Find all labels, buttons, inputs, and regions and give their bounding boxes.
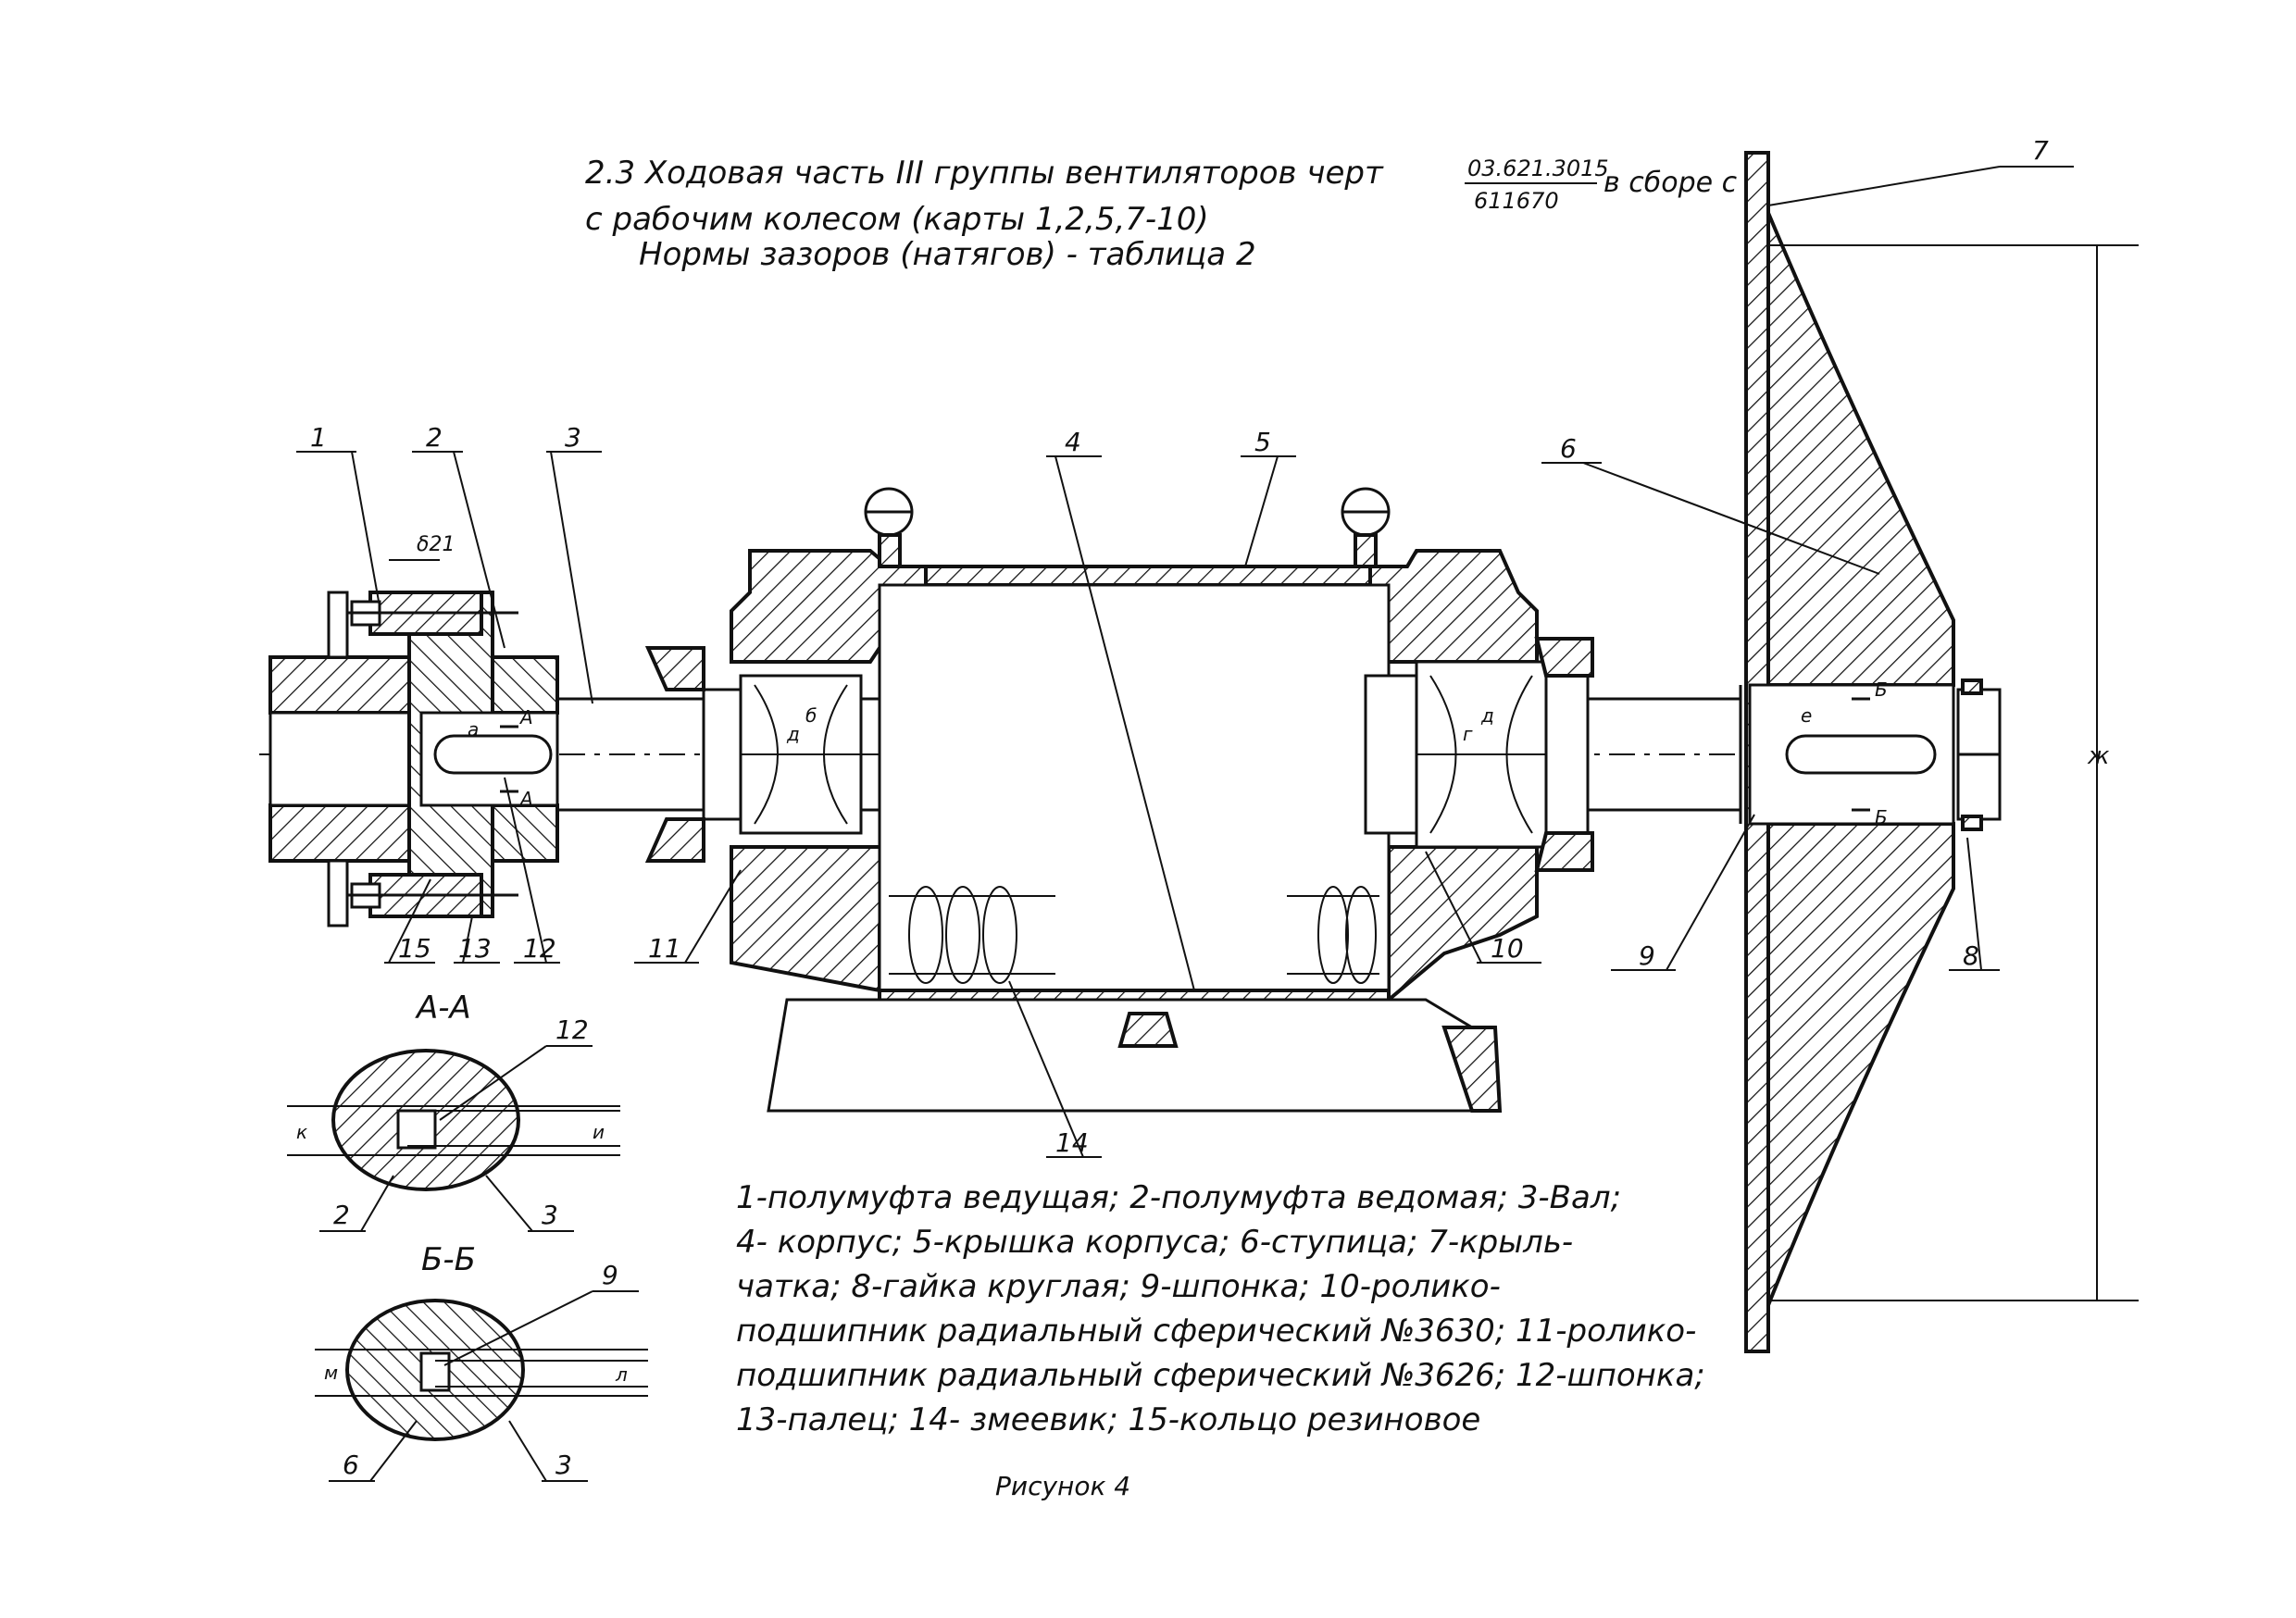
- sec-b-dim-left: м: [324, 1362, 338, 1384]
- dim-d-right: д: [1480, 704, 1494, 727]
- impeller: Б Б е ж: [1744, 151, 2139, 1353]
- section-bb-label-6: 6: [343, 1450, 359, 1480]
- section-bb-title: Б-Б: [421, 1241, 476, 1278]
- sec-b-dim-right: л: [615, 1363, 628, 1386]
- gap-label: δ21: [417, 533, 455, 556]
- callout-11: 11: [648, 933, 681, 964]
- figure-caption: Рисунок 4: [995, 1471, 1130, 1501]
- diameter-label: ж: [2087, 742, 2110, 770]
- callout-6: 6: [1560, 433, 1577, 464]
- title-block: 2.3 Ходовая часть III группы вентиляторо…: [585, 155, 1738, 273]
- coupling: δ21 А А а: [268, 533, 559, 927]
- callout-7: 7: [2032, 135, 2049, 166]
- lifting-eye-left: [864, 487, 914, 568]
- legend-line3: чатка; 8-гайка круглая; 9-шпонка; 10-рол…: [736, 1268, 1501, 1305]
- section-aa-title: А-А: [415, 989, 471, 1027]
- dim-d-left: д: [786, 723, 800, 745]
- lifting-eye-right: [1341, 487, 1391, 568]
- title-line2: с рабочим колесом (карты 1,2,5,7-10): [585, 201, 1209, 238]
- callout-10: 10: [1491, 933, 1524, 964]
- legend: 1-полумуфта ведущая; 2-полумуфта ведомая…: [736, 1179, 1705, 1438]
- section-aa-label-3: 3: [542, 1200, 558, 1230]
- section-a-mark-bottom: А: [518, 788, 533, 810]
- callout-5: 5: [1254, 427, 1271, 457]
- coil: [889, 886, 1379, 984]
- sec-a-dim-right: и: [593, 1121, 605, 1143]
- callout-8: 8: [1963, 940, 1979, 971]
- drawing-number-top: 03.621.3015: [1467, 156, 1609, 181]
- callouts: 1 2 3 4 5 6 7 8 9 10 11 12: [296, 135, 2074, 1158]
- callout-9: 9: [1639, 940, 1655, 971]
- dim-b-left: б: [805, 704, 817, 727]
- callout-15: 15: [398, 933, 431, 964]
- sec-a-dim-left: к: [296, 1121, 307, 1143]
- callout-12: 12: [523, 933, 556, 964]
- section-a-mark-top: А: [518, 706, 533, 728]
- callout-2: 2: [426, 422, 443, 453]
- dim-e: е: [1801, 704, 1812, 727]
- section-aa: А-А к и 12 2 3: [287, 989, 620, 1232]
- section-aa-label-12: 12: [555, 1014, 589, 1045]
- legend-line2: 4- корпус; 5-крышка корпуса; 6-ступица; …: [736, 1224, 1573, 1261]
- section-bb: Б-Б м л 9 6 3: [315, 1241, 648, 1482]
- callout-4: 4: [1065, 427, 1081, 457]
- title-line1-suffix: в сборе с: [1603, 167, 1738, 199]
- callout-3: 3: [565, 422, 581, 453]
- callout-14: 14: [1055, 1127, 1089, 1158]
- section-aa-label-2: 2: [333, 1200, 350, 1230]
- dim-g-right: г: [1463, 723, 1473, 745]
- legend-line6: 13-палец; 14- змеевик; 15-кольцо резинов…: [736, 1401, 1480, 1438]
- section-b-mark-bottom: Б: [1875, 806, 1888, 828]
- section-bb-label-3: 3: [555, 1450, 572, 1480]
- drawing-number-bottom: 611670: [1474, 188, 1559, 214]
- callout-1: 1: [310, 422, 327, 453]
- bearing-left: д б: [644, 646, 863, 863]
- housing: [730, 487, 1539, 1113]
- section-bb-label-9: 9: [602, 1260, 618, 1290]
- bearing-right: г д: [1364, 637, 1594, 872]
- callout-13: 13: [458, 933, 492, 964]
- legend-line4: подшипник радиальный сферический №3630; …: [736, 1313, 1696, 1350]
- legend-line5: подшипник радиальный сферический №3626; …: [736, 1357, 1705, 1394]
- title-line3: Нормы зазоров (натягов) - таблица 2: [639, 236, 1256, 273]
- section-b-mark-top: Б: [1875, 678, 1888, 701]
- dim-a: а: [468, 718, 479, 741]
- legend-line1: 1-полумуфта ведущая; 2-полумуфта ведомая…: [736, 1179, 1621, 1216]
- title-line1: 2.3 Ходовая часть III группы вентиляторо…: [585, 155, 1384, 192]
